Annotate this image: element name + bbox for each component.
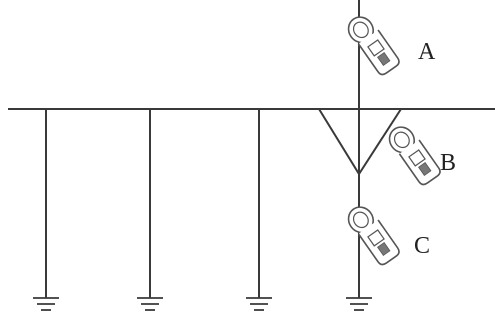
label-a: A (418, 39, 436, 65)
ground-icon (246, 297, 272, 311)
clamp-meter-icon (388, 126, 441, 186)
clamp-meter-icon (347, 16, 400, 76)
ground-icon (346, 297, 372, 311)
v-junction (318, 108, 402, 176)
ground-icon (33, 297, 59, 311)
clamp-meter-icon (347, 206, 400, 266)
label-c: C (414, 233, 430, 259)
label-b: B (440, 150, 456, 176)
ground-icon (137, 297, 163, 311)
